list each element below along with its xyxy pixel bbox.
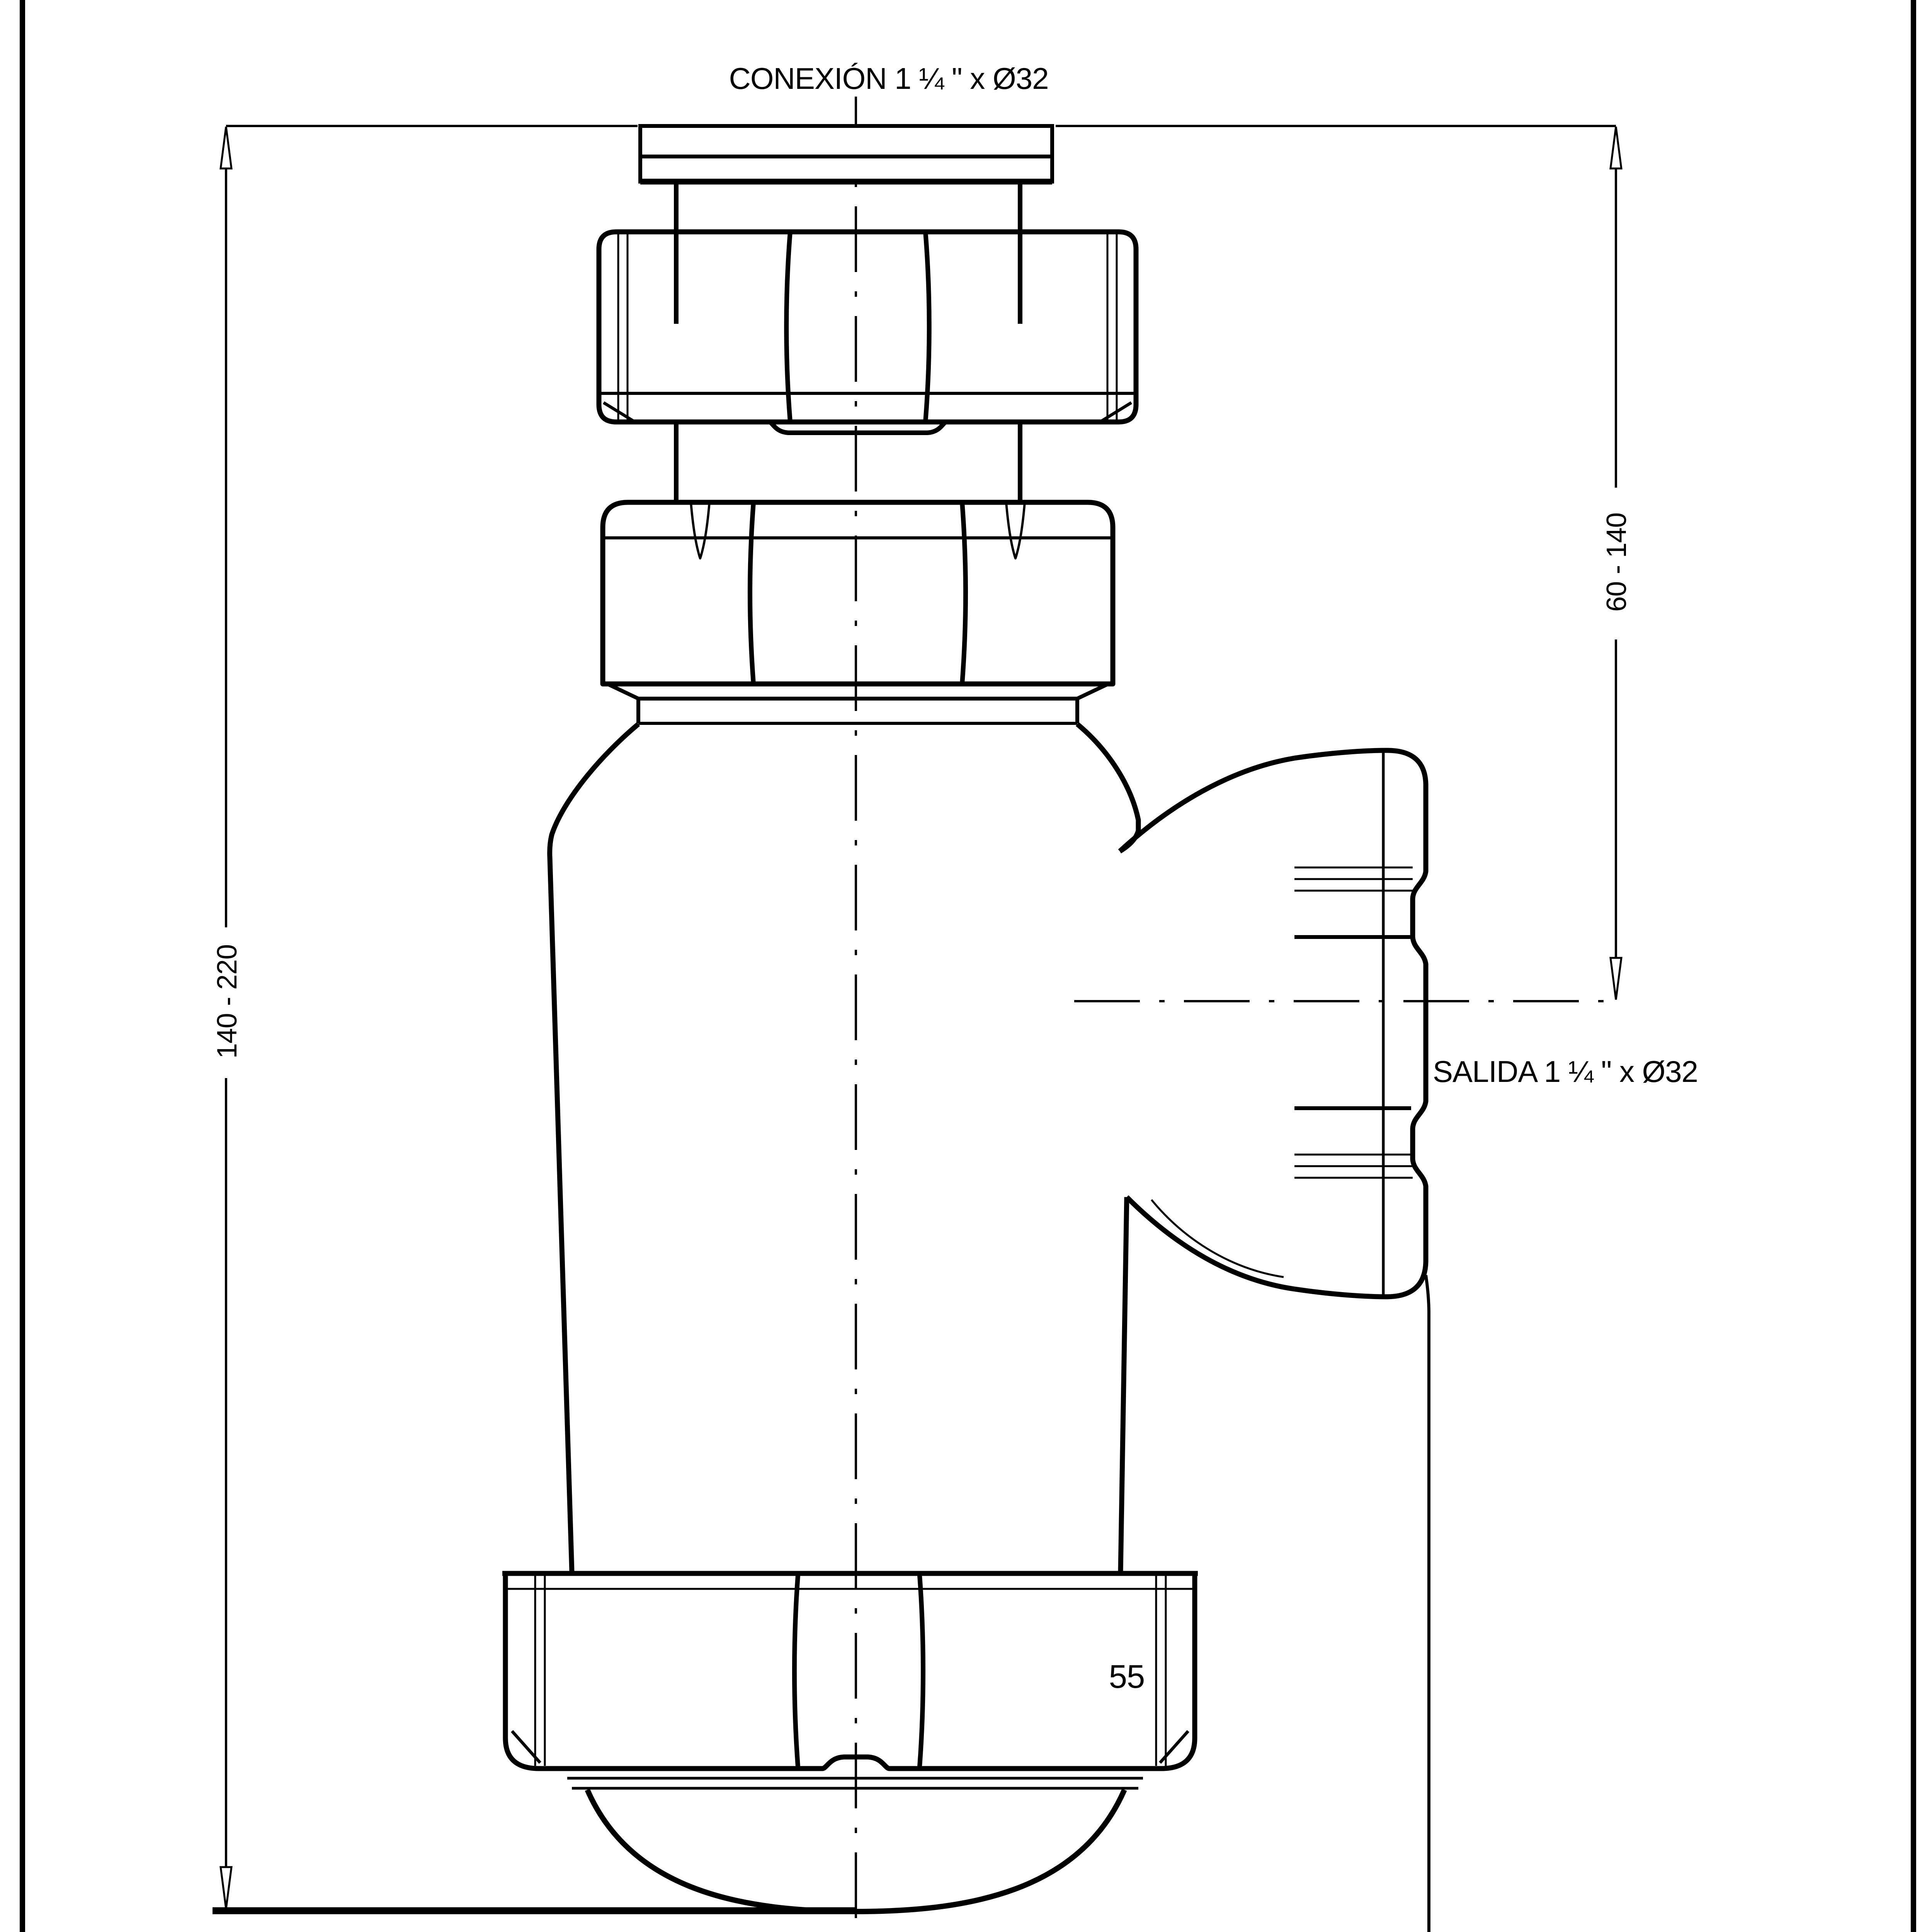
dimension-overall-height: 140 - 220: [212, 126, 243, 1909]
overall-height-label: 140 - 220: [212, 944, 243, 1058]
trap-body: [547, 722, 1141, 1572]
outlet-nut-thick-bands: [1294, 935, 1411, 1110]
bottom-nut-chamfers: [511, 1730, 1189, 1764]
horn-lower-inner-line: [1151, 1199, 1284, 1278]
bottom-nut-facet-lines: [792, 1575, 925, 1767]
cone-nut-outline: [600, 500, 1116, 687]
body-left-wall: [547, 722, 640, 1572]
top-nut-outline: [596, 229, 1139, 425]
top-nut-chamfers: [602, 401, 1133, 423]
nut-size-label: 55: [1109, 1658, 1145, 1695]
top-nut: [596, 229, 1139, 435]
collar: [636, 699, 1079, 723]
connection-label: CONEXIÓN 1 ¼ " x Ø32: [729, 61, 1049, 95]
outlet-wall-line: [1424, 1275, 1430, 1932]
cone-nut-facet-lines: [748, 502, 968, 684]
arrow-up-icon: [219, 126, 233, 170]
outlet-nut-outline: [1294, 748, 1429, 1299]
outlet-nut-thin-bands: [1294, 866, 1413, 1179]
cone-nut-top-notches: [690, 502, 1026, 560]
cone-nut-skirt: [606, 682, 1109, 701]
bottom-nut-knurl-lines: [534, 1575, 1167, 1766]
bottom-nut-outline: [503, 1573, 1197, 1771]
flange-ring: [638, 155, 1054, 184]
tailpiece-pipe: [674, 182, 1022, 502]
body-right-shoulder: [1075, 722, 1141, 854]
arrow-down-icon: [219, 1866, 233, 1909]
body-right-wall-lower: [1118, 1197, 1129, 1572]
dimension-outlet-height: 60 - 140: [1601, 126, 1632, 1000]
bottom-nut: 55: [502, 1571, 1198, 1771]
outlet-label: SALIDA 1 ¼ " x Ø32: [1433, 1054, 1698, 1088]
arrow-down-icon: [1609, 957, 1622, 1000]
inlet-flange: [638, 124, 1054, 185]
horn-upper-edge: [1118, 755, 1295, 853]
outlet-height-label: 60 - 140: [1601, 513, 1632, 612]
outlet-nut: [1294, 748, 1429, 1299]
outlet-horn: [1118, 755, 1295, 1292]
top-nut-knurl-lines: [617, 232, 1118, 422]
top-nut-scallop-tab: [768, 420, 947, 435]
cup-flange-lines: [567, 1777, 1143, 1790]
cone-nut: [600, 500, 1116, 725]
arrow-up-icon: [1609, 126, 1622, 170]
horn-lower-edge: [1125, 1195, 1295, 1292]
flange-gasket: [638, 124, 1054, 158]
extension-lines: [213, 125, 1616, 1914]
top-nut-facet-lines: [784, 231, 932, 422]
cup-dome: [585, 1789, 1127, 1914]
